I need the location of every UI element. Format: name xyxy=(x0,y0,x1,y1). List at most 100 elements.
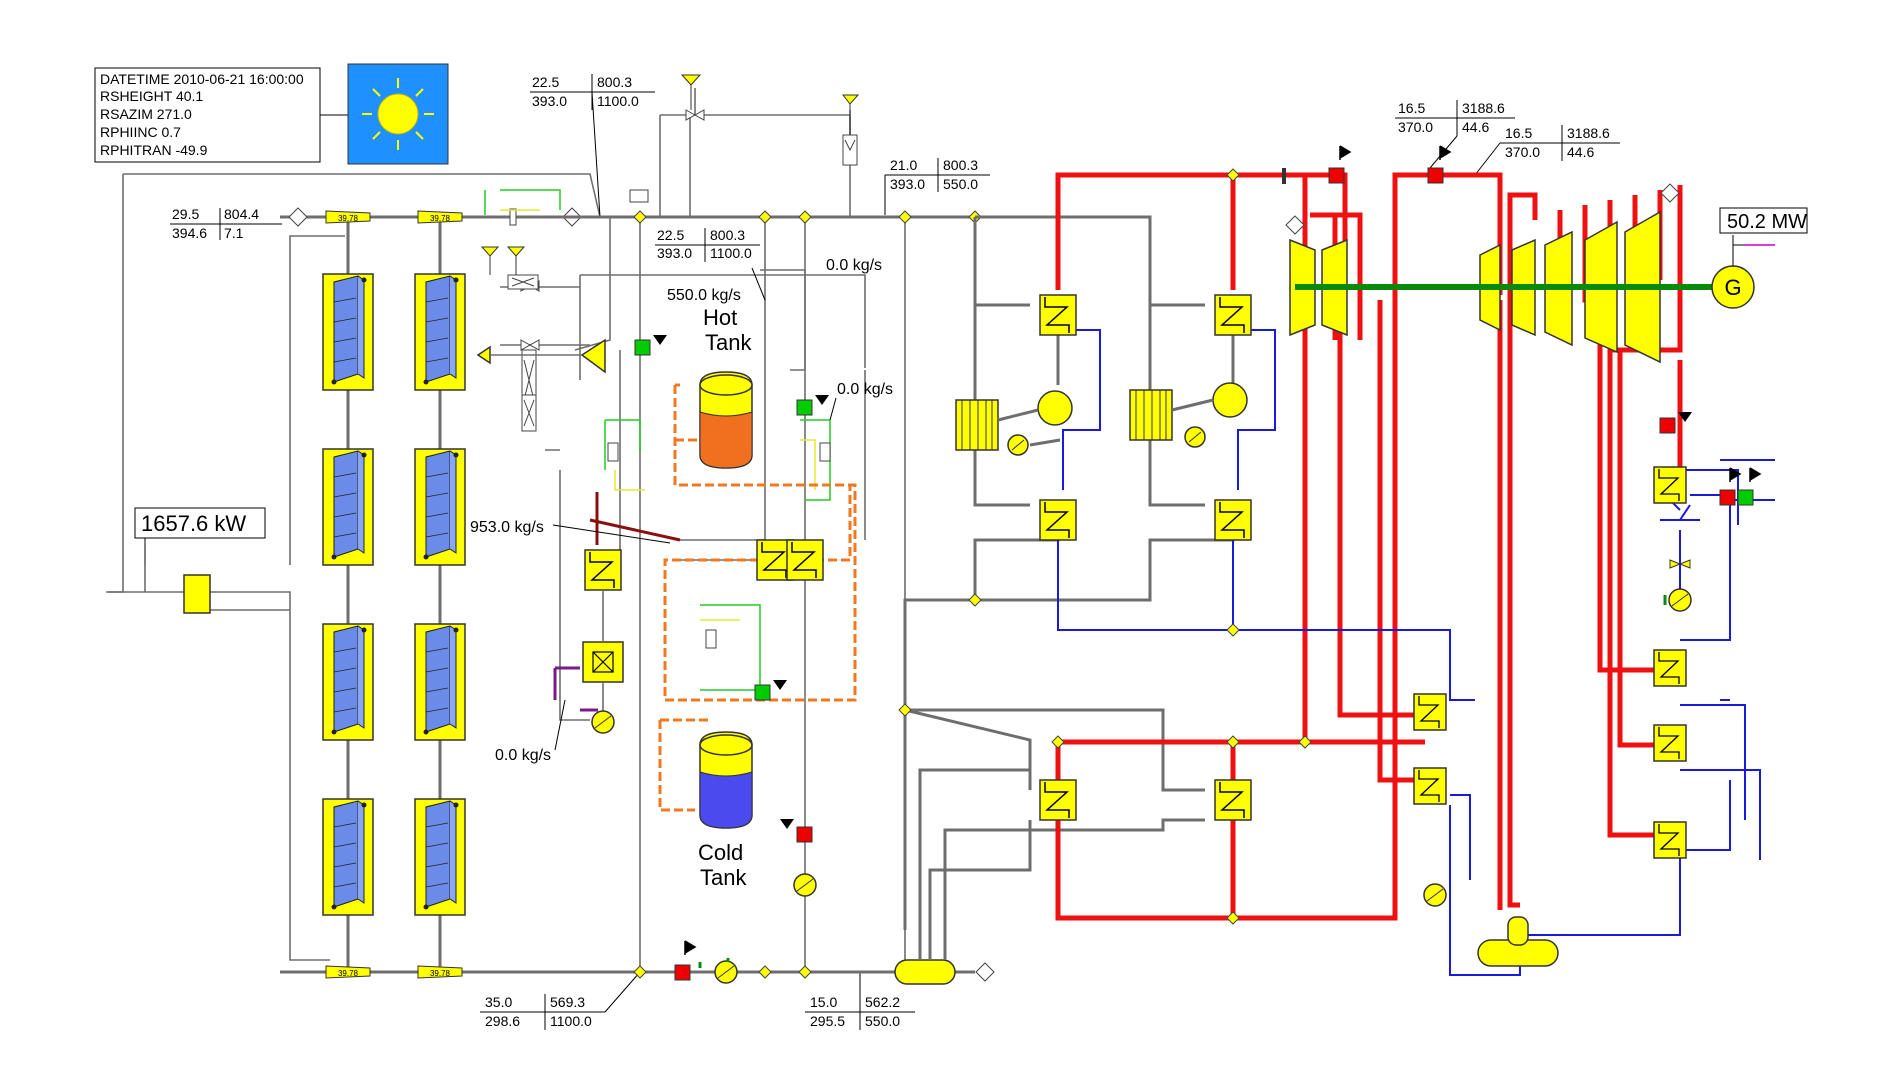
cold-tank-label-2: Tank xyxy=(700,865,747,890)
svg-text:562.2: 562.2 xyxy=(865,994,900,1010)
svg-text:1100.0: 1100.0 xyxy=(597,93,639,109)
preheater-2[interactable] xyxy=(1214,294,1252,336)
solar-field: 1657.6 kW 39.78 39.78 39.78 39.78 xyxy=(106,173,601,979)
svg-text:370.0: 370.0 xyxy=(1398,119,1433,135)
svg-text:22.5: 22.5 xyxy=(657,227,684,243)
economizer-2[interactable] xyxy=(1214,499,1252,541)
tank-valve-3[interactable] xyxy=(705,629,717,649)
solar-power-readout: 1657.6 kW xyxy=(141,511,246,536)
lp-vent-valve[interactable] xyxy=(1660,183,1680,203)
condensate-pump[interactable] xyxy=(1668,588,1692,612)
info-panel: DATETIME 2010-06-21 16:00:00 RSHEIGHT 40… xyxy=(94,63,449,165)
economizer-1[interactable] xyxy=(1039,499,1077,541)
collector-2-2[interactable] xyxy=(414,448,466,566)
state-table-steam-gen-in: 21.0 800.3 393.0 550.0 xyxy=(884,157,990,215)
steam-drum-1[interactable] xyxy=(1007,390,1073,456)
fw-heater-3[interactable] xyxy=(1653,821,1687,859)
svg-text:44.6: 44.6 xyxy=(1567,144,1594,160)
svg-text:393.0: 393.0 xyxy=(657,245,692,261)
header-accumulator[interactable] xyxy=(894,959,956,985)
steam-valve-4[interactable] xyxy=(1719,467,1741,506)
steam-valve-2[interactable] xyxy=(1427,145,1451,184)
svg-text:298.6: 298.6 xyxy=(485,1013,520,1029)
condensate-valve[interactable] xyxy=(1669,559,1691,569)
status-valve-green-2[interactable] xyxy=(796,395,829,416)
state-table-solar-out: 22.5 800.3 393.0 1100.0 xyxy=(530,74,655,218)
generator-power-box xyxy=(1719,207,1808,234)
attemperator-1[interactable] xyxy=(629,189,649,203)
hot-tank-label-2: Tank xyxy=(705,330,752,355)
header-tag-label-1: 39.78 xyxy=(338,214,359,223)
aux-heater-lines xyxy=(553,492,681,712)
superheater-1[interactable] xyxy=(1039,779,1077,821)
preheat-bank-2[interactable] xyxy=(1129,389,1173,441)
field-inlet-valve[interactable] xyxy=(288,207,308,227)
solar-power-box xyxy=(134,507,266,539)
svg-text:3188.6: 3188.6 xyxy=(1462,100,1505,116)
svg-text:21.0: 21.0 xyxy=(890,157,917,173)
collector-2-3[interactable] xyxy=(414,623,466,741)
svg-text:800.3: 800.3 xyxy=(597,74,632,90)
fw-heater-2[interactable] xyxy=(1653,724,1687,762)
aux-boiler[interactable] xyxy=(582,641,624,683)
htf-piping xyxy=(500,88,985,974)
condenser-hx[interactable] xyxy=(1653,466,1687,504)
generator-icon[interactable]: G xyxy=(1711,265,1755,309)
svg-text:804.4: 804.4 xyxy=(224,206,259,222)
collector-2-4[interactable] xyxy=(414,798,466,916)
status-valve-green-3[interactable] xyxy=(754,680,787,701)
cold-tank-label-1: Cold xyxy=(698,840,743,865)
hot-tank[interactable] xyxy=(699,371,753,469)
sg-return-valve[interactable] xyxy=(975,962,995,982)
svg-text:3188.6: 3188.6 xyxy=(1567,125,1610,141)
feedwater-pump[interactable] xyxy=(1423,883,1447,907)
hp-inlet-valve[interactable] xyxy=(1285,215,1305,235)
control-valve-2[interactable] xyxy=(520,339,540,351)
bottom-flow-label: 0.0 kg/s xyxy=(495,747,551,764)
collector-1-4[interactable] xyxy=(322,798,374,916)
tank-valve-1[interactable] xyxy=(607,442,619,462)
htf-booster-pump[interactable] xyxy=(476,338,606,374)
svg-text:29.5: 29.5 xyxy=(172,206,199,222)
status-valve-green-1[interactable] xyxy=(634,335,667,356)
cold-tank[interactable] xyxy=(699,731,753,829)
steam-valve-1[interactable] xyxy=(1328,145,1351,184)
aux-pump[interactable] xyxy=(591,710,615,734)
collector-1-3[interactable] xyxy=(322,623,374,741)
steam-drum-2[interactable] xyxy=(1184,382,1248,448)
svg-text:550.0: 550.0 xyxy=(865,1013,900,1029)
collector-1-2[interactable] xyxy=(322,448,374,566)
superheater-2[interactable] xyxy=(1214,779,1252,821)
info-box xyxy=(94,67,321,163)
aux-heater[interactable] xyxy=(584,549,622,591)
reheater-1[interactable] xyxy=(1413,693,1447,731)
throttle-valve-2[interactable] xyxy=(521,394,537,432)
status-valve-red-1[interactable] xyxy=(780,819,813,843)
preheater-1[interactable] xyxy=(1039,294,1077,336)
state-table-sg-return: 15.0 562.2 295.5 550.0 xyxy=(805,972,915,1030)
control-loops xyxy=(484,189,831,691)
state-table-tank-inlet: 22.5 800.3 393.0 1100.0 xyxy=(655,227,760,262)
hot-tank-label-1: Hot xyxy=(703,305,737,330)
salt-hx-2[interactable] xyxy=(786,539,824,581)
svg-text:16.5: 16.5 xyxy=(1505,125,1532,141)
steam-valve-3[interactable] xyxy=(1659,412,1692,434)
collector-1-1[interactable] xyxy=(322,273,374,391)
collector-2-1[interactable] xyxy=(414,273,466,391)
info-datetime: DATETIME 2010-06-21 16:00:00 xyxy=(100,71,304,87)
svg-text:1100.0: 1100.0 xyxy=(710,245,752,261)
cold-salt-pump[interactable] xyxy=(793,873,817,897)
status-valve-red-2[interactable] xyxy=(674,940,696,981)
htf-pump-main[interactable] xyxy=(714,960,738,984)
steam-valve-5[interactable] xyxy=(1737,467,1761,506)
deaerator[interactable] xyxy=(1477,916,1559,967)
sun-icon[interactable] xyxy=(347,63,449,165)
reheater-2[interactable] xyxy=(1413,767,1447,805)
return-tag-label-1: 39.78 xyxy=(338,969,359,978)
svg-text:800.3: 800.3 xyxy=(943,157,978,173)
tank-valve-2[interactable] xyxy=(819,442,831,462)
fw-heater-1[interactable] xyxy=(1653,649,1687,687)
preheat-bank-1[interactable] xyxy=(955,399,999,451)
field-controller[interactable] xyxy=(183,574,211,614)
